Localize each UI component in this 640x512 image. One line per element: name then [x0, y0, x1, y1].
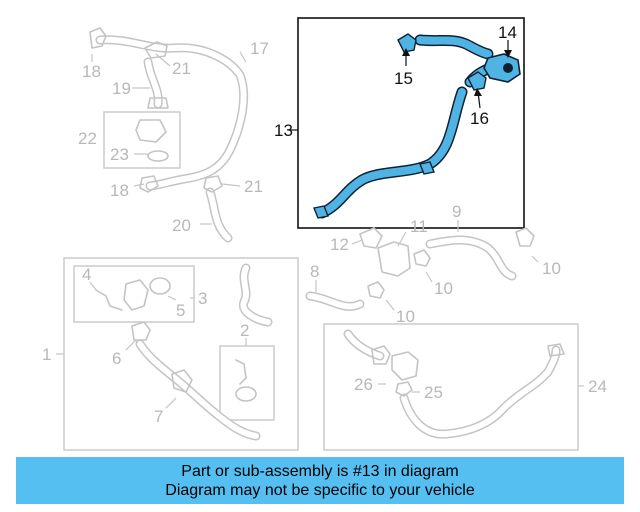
callout-19[interactable]: 19	[112, 79, 131, 98]
callout-6[interactable]: 6	[112, 349, 121, 368]
lower-left-assembly-ghost	[56, 257, 299, 451]
callout-23[interactable]: 23	[110, 145, 129, 164]
banner-line-1: Part or sub-assembly is #13 in diagram	[181, 462, 459, 480]
callout-24[interactable]: 24	[588, 377, 607, 396]
callout-1[interactable]: 1	[42, 345, 51, 364]
callout-4[interactable]: 4	[82, 265, 91, 284]
callout-10-right[interactable]: 10	[542, 259, 561, 278]
banner-line-2: Diagram may not be specific to your vehi…	[165, 481, 475, 499]
callout-20[interactable]: 20	[172, 216, 191, 235]
callout-12[interactable]: 12	[330, 235, 349, 254]
parts-diagram: 18 21 19 17 22 23 18 21 20 13 14 15 16	[42, 17, 607, 451]
coolant-pipe-assembly-ghost	[89, 27, 249, 243]
connector-14	[483, 53, 521, 83]
callout-2[interactable]: 2	[240, 321, 249, 340]
callout-26[interactable]: 26	[354, 375, 373, 394]
callout-14[interactable]: 14	[498, 23, 517, 42]
callout-22[interactable]: 22	[78, 129, 97, 148]
hose-end	[313, 205, 329, 219]
callout-21-top[interactable]: 21	[172, 59, 191, 78]
callout-3[interactable]: 3	[198, 289, 207, 308]
callout-7[interactable]: 7	[154, 407, 163, 426]
callout-16[interactable]: 16	[470, 109, 489, 128]
callout-25[interactable]: 25	[424, 383, 443, 402]
callout-10-lower[interactable]: 10	[396, 307, 415, 326]
callout-15[interactable]: 15	[394, 69, 413, 88]
callout-13[interactable]: 13	[274, 121, 293, 140]
callout-11[interactable]: 11	[410, 217, 428, 236]
callout-5[interactable]: 5	[176, 301, 185, 320]
callout-8[interactable]: 8	[310, 262, 319, 281]
callout-21-bottom[interactable]: 21	[244, 177, 263, 196]
callout-17[interactable]: 17	[250, 39, 269, 58]
callout-10-middle[interactable]: 10	[434, 279, 453, 298]
middle-hoses-ghost	[305, 220, 539, 311]
clamp-16	[467, 71, 487, 91]
info-banner: Part or sub-assembly is #13 in diagram D…	[16, 457, 624, 504]
clamp-15	[397, 33, 417, 53]
highlighted-assembly-13[interactable]	[290, 17, 525, 229]
callout-9[interactable]: 9	[452, 202, 461, 221]
callout-18-bottom[interactable]: 18	[110, 181, 129, 200]
hose-bracket	[419, 161, 435, 175]
connector-14-port	[503, 63, 513, 73]
lower-right-assembly-ghost	[323, 323, 584, 451]
callout-18-top[interactable]: 18	[82, 62, 101, 81]
